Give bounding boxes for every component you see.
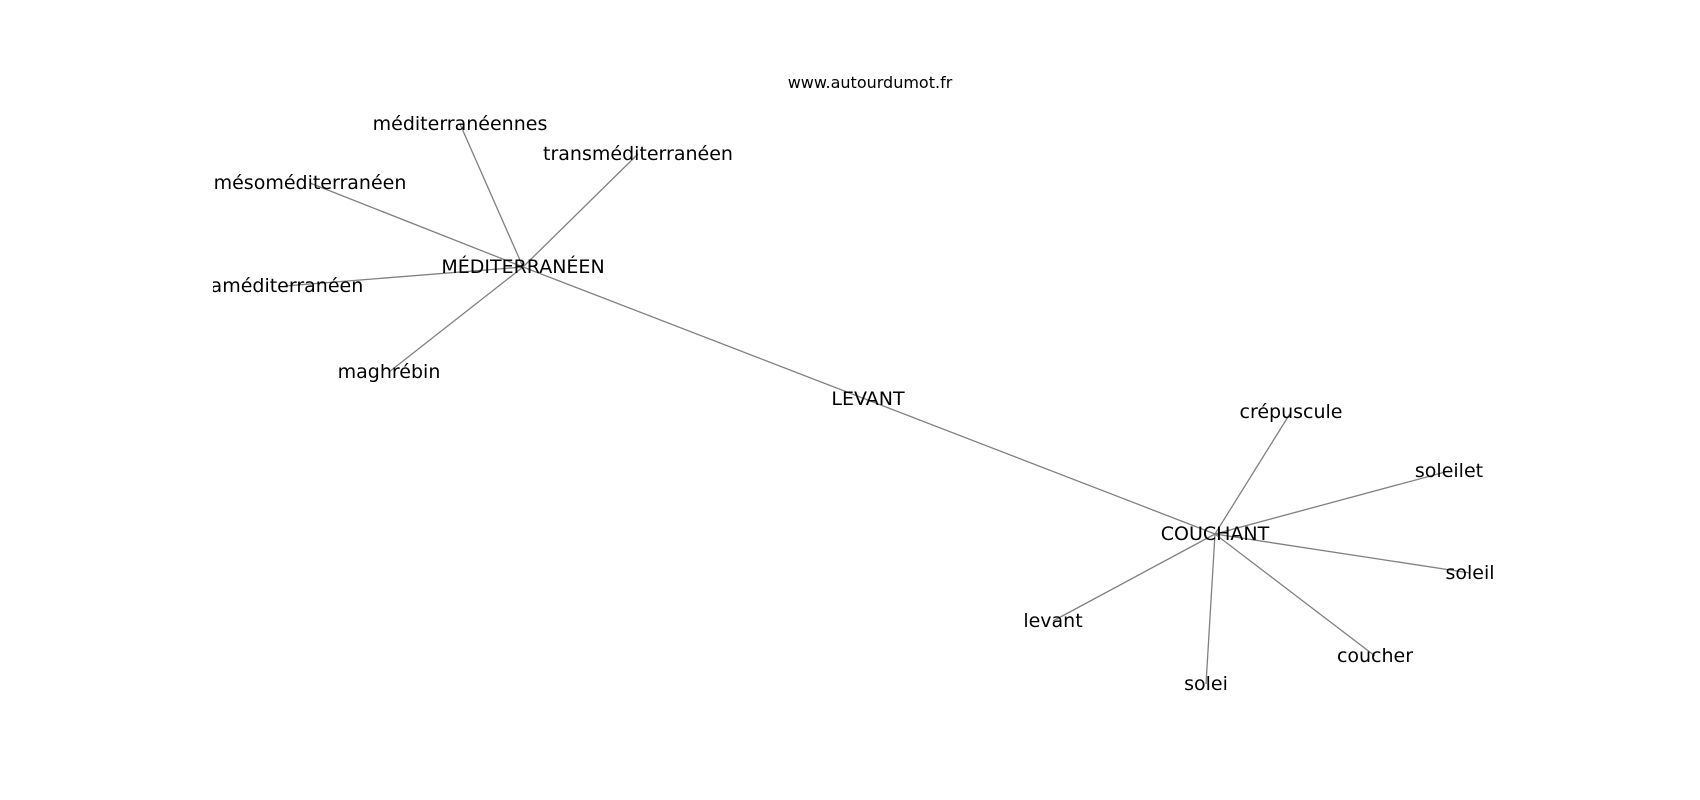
edge-mediterraneen-maghrebin xyxy=(388,266,524,373)
edge-couchant-levant_lc xyxy=(1052,533,1216,622)
edge-couchant-soleilet xyxy=(1214,470,1450,535)
edge-mediterraneen-couchant xyxy=(522,266,1216,535)
node-layer: MÉDITERRANÉEN LEVANT COUCHANT méditerranéen… xyxy=(203,113,1495,695)
node-soleil[interactable]: soleil xyxy=(1445,562,1494,584)
edge-couchant-soleil xyxy=(1214,533,1471,574)
node-mediterraneen[interactable]: MÉDITERRANÉEN xyxy=(441,255,604,278)
site-url: www.autourdumot.fr xyxy=(788,73,953,92)
node-circummediterraneen[interactable]: raméditerranéen xyxy=(203,275,364,297)
node-solei[interactable]: solei xyxy=(1184,673,1228,695)
edge-mediterraneen-mesomediterraneen xyxy=(309,182,524,268)
node-mesomediterraneen[interactable]: mésoméditerranéen xyxy=(214,172,407,194)
node-coucher[interactable]: coucher xyxy=(1337,645,1413,667)
node-levant[interactable]: LEVANT xyxy=(831,388,905,410)
edge-mediterraneen-circummediterraneen xyxy=(284,266,524,287)
node-soleilet[interactable]: soleilet xyxy=(1415,460,1483,482)
node-transmediterraneen[interactable]: transméditerranéen xyxy=(543,143,733,165)
node-crepuscule[interactable]: crépuscule xyxy=(1240,401,1343,423)
node-mediterraneennes[interactable]: méditerranéennes xyxy=(373,113,548,135)
node-maghrebin[interactable]: maghrébin xyxy=(338,361,441,383)
edge-mediterraneen-mediterraneennes xyxy=(459,123,524,268)
node-couchant[interactable]: COUCHANT xyxy=(1161,523,1270,545)
edge-couchant-crepuscule xyxy=(1214,411,1292,535)
node-levant_lc[interactable]: levant xyxy=(1023,610,1082,632)
edge-layer xyxy=(284,123,1471,685)
edge-couchant-solei xyxy=(1205,533,1216,685)
edge-couchant-coucher xyxy=(1214,533,1376,657)
edge-mediterraneen-transmediterraneen xyxy=(522,153,639,268)
